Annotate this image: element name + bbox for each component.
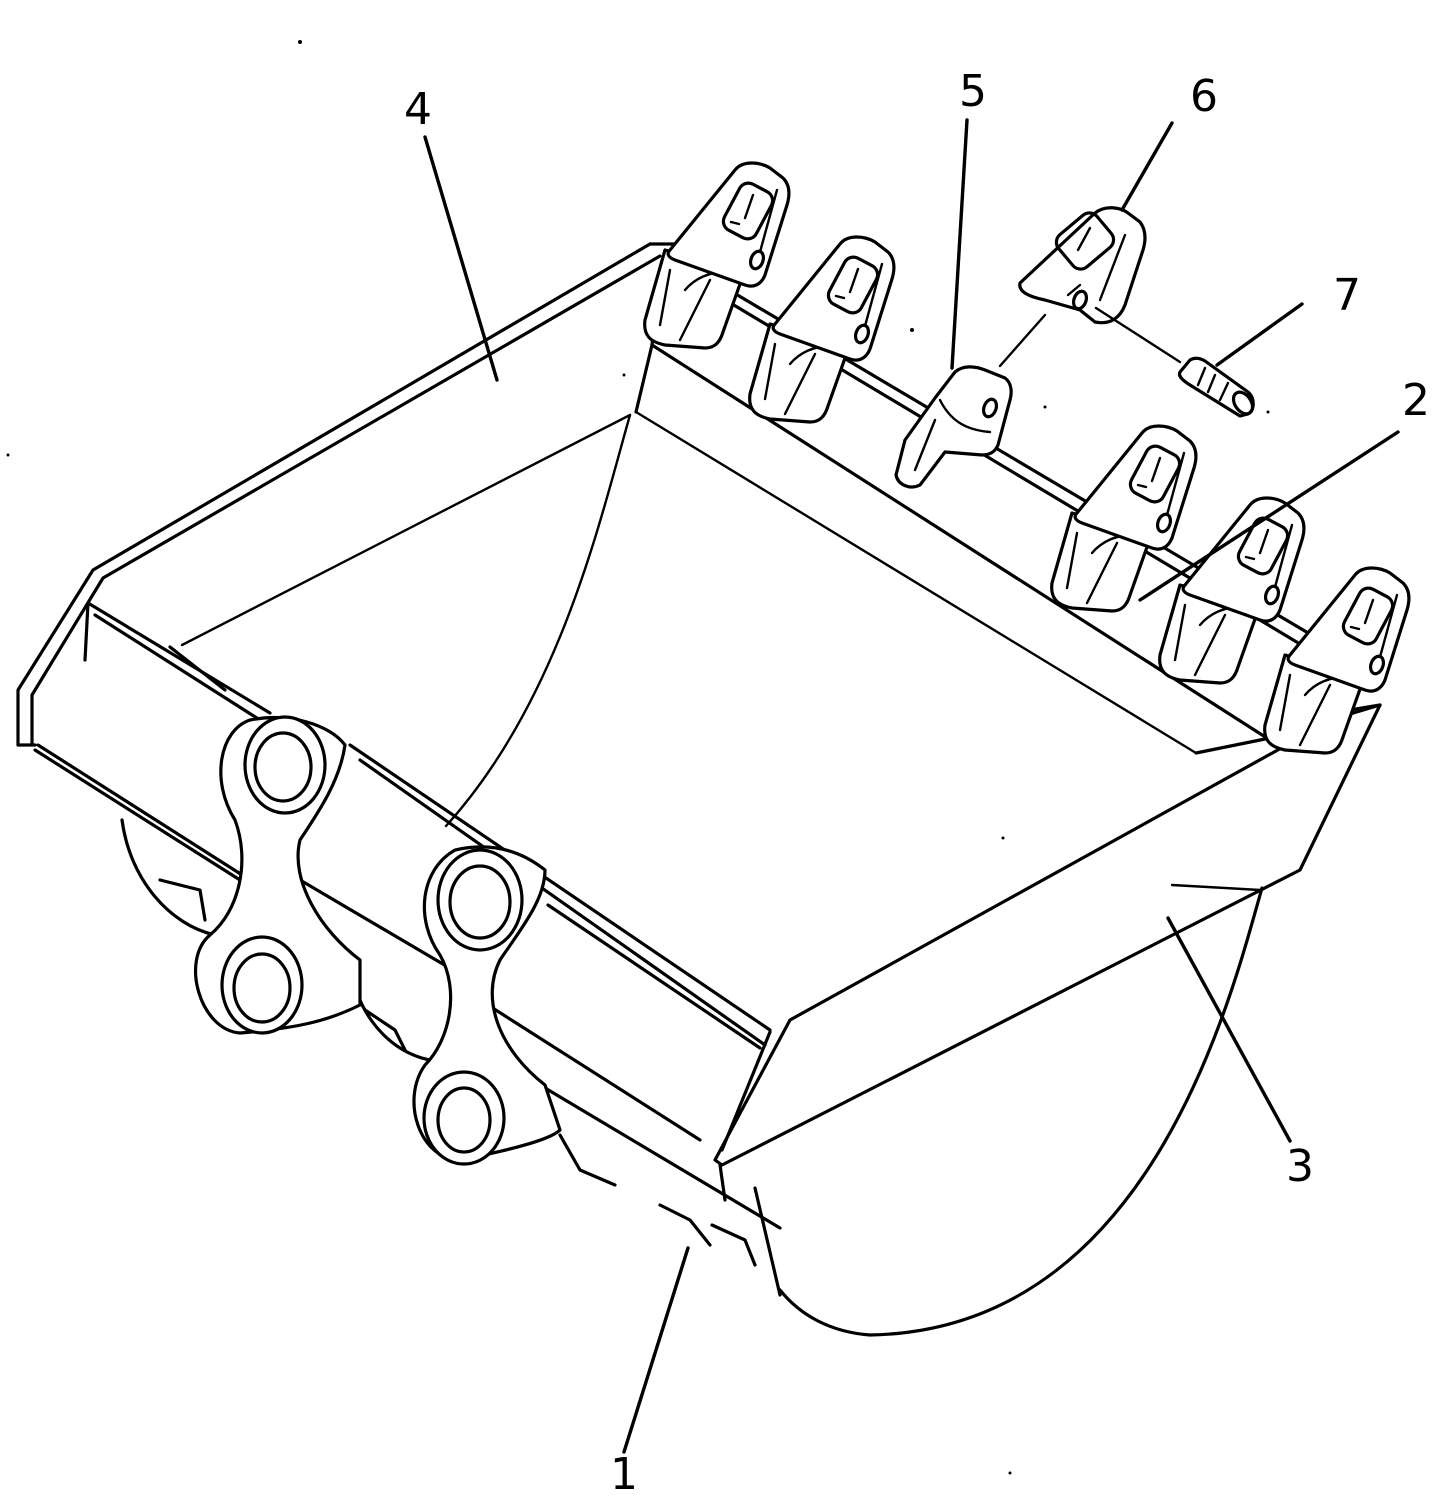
- callout-1: 1: [610, 1449, 638, 1500]
- side-plate-left: [16, 242, 684, 747]
- callout-3: 3: [1286, 1141, 1314, 1192]
- wear-pads: [158, 878, 757, 1267]
- mounting-bracket-right: [412, 845, 562, 1166]
- leader-3: [1166, 916, 1292, 1143]
- assembly-centerlines: [998, 306, 1182, 368]
- pin-exploded: [1177, 356, 1255, 418]
- tooth-6: [1263, 566, 1411, 755]
- leader-2: [1138, 430, 1400, 602]
- side-plate-right: [713, 703, 1382, 1337]
- callout-2: 2: [1402, 375, 1430, 426]
- leader-4: [423, 135, 499, 382]
- tooth-point-exploded: [1018, 206, 1147, 325]
- callout-6: 6: [1190, 71, 1218, 122]
- leader-6: [1120, 121, 1174, 212]
- callout-7: 7: [1333, 270, 1361, 321]
- leader-5: [950, 118, 969, 370]
- adapter-exploded: [894, 365, 1013, 489]
- callout-4: 4: [404, 84, 432, 135]
- bucket-interior: [444, 343, 1198, 828]
- leader-1: [622, 1246, 690, 1454]
- bucket-body: [33, 601, 782, 1297]
- tooth-5: [1158, 496, 1306, 685]
- mounting-bracket-left: [194, 715, 362, 1035]
- tooth-4: [1050, 424, 1198, 613]
- scan-specks: [6, 40, 1270, 1475]
- leader-7: [1215, 302, 1304, 367]
- callout-leaders: [423, 118, 1400, 1454]
- tooth-1: [643, 161, 791, 350]
- callout-5: 5: [959, 66, 987, 117]
- tooth-2: [748, 235, 896, 424]
